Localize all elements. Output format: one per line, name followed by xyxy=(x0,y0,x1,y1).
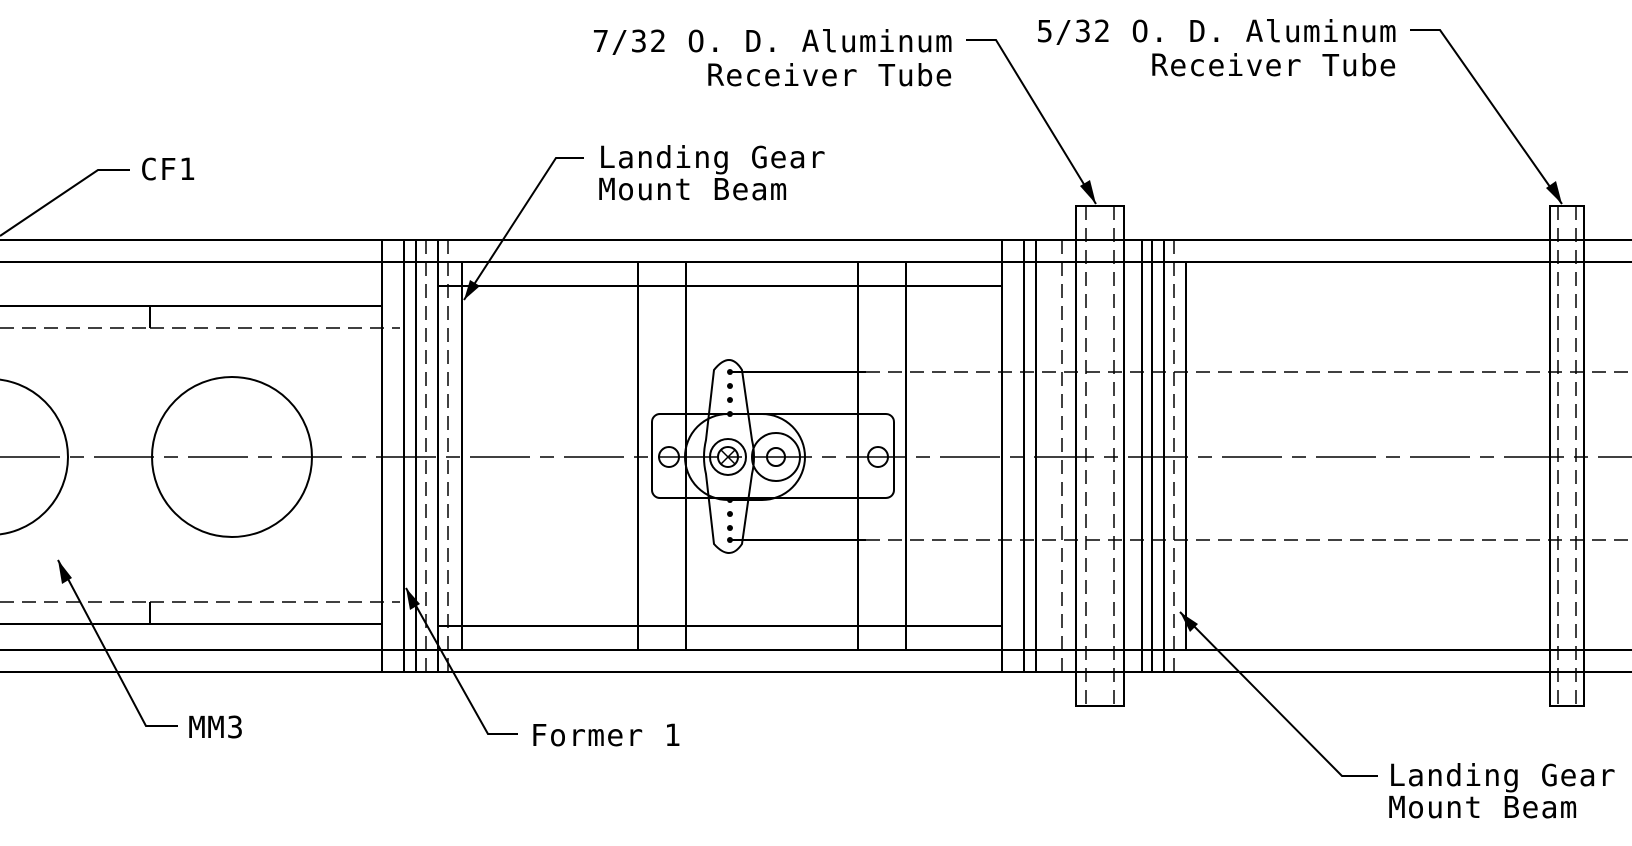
label-mm3: MM3 xyxy=(188,711,245,746)
receiver-tube-7-32 xyxy=(1075,205,1125,707)
label-former1: Former 1 xyxy=(530,719,683,754)
label-gear-beam-top-line2: Mount Beam xyxy=(598,173,789,208)
leader-5-32-tube xyxy=(1410,29,1563,205)
fuselage-side-rails xyxy=(0,239,1632,673)
leader-gear-beam-bottom xyxy=(1179,611,1378,777)
leader-mm3 xyxy=(57,559,178,727)
label-gear-beam-bottom-line2: Mount Beam xyxy=(1388,791,1579,826)
servo-horn xyxy=(703,359,755,554)
mm3-hole-left xyxy=(0,378,69,536)
label-gear-beam-top-line1: Landing Gear xyxy=(598,141,827,176)
leader-former1 xyxy=(405,587,518,735)
leader-cf1 xyxy=(0,169,130,237)
label-7-32-tube-line2: Receiver Tube xyxy=(706,59,954,94)
leader-gear-beam-top xyxy=(463,157,584,301)
former-1 xyxy=(381,240,463,672)
label-7-32-tube-line1: 7/32 O. D. Aluminum xyxy=(592,25,954,60)
label-5-32-tube-line2: Receiver Tube xyxy=(1150,49,1398,84)
servo-bay xyxy=(438,262,1002,650)
pushrods xyxy=(730,371,1632,541)
label-gear-beam-bottom-line1: Landing Gear xyxy=(1388,759,1617,794)
receiver-tube-5-32 xyxy=(1549,205,1585,707)
leader-7-32-tube xyxy=(966,39,1097,205)
right-former-group xyxy=(1001,240,1187,672)
mm3-plate xyxy=(0,305,400,625)
label-cf1: CF1 xyxy=(140,153,197,188)
label-5-32-tube-line1: 5/32 O. D. Aluminum xyxy=(1036,15,1398,50)
